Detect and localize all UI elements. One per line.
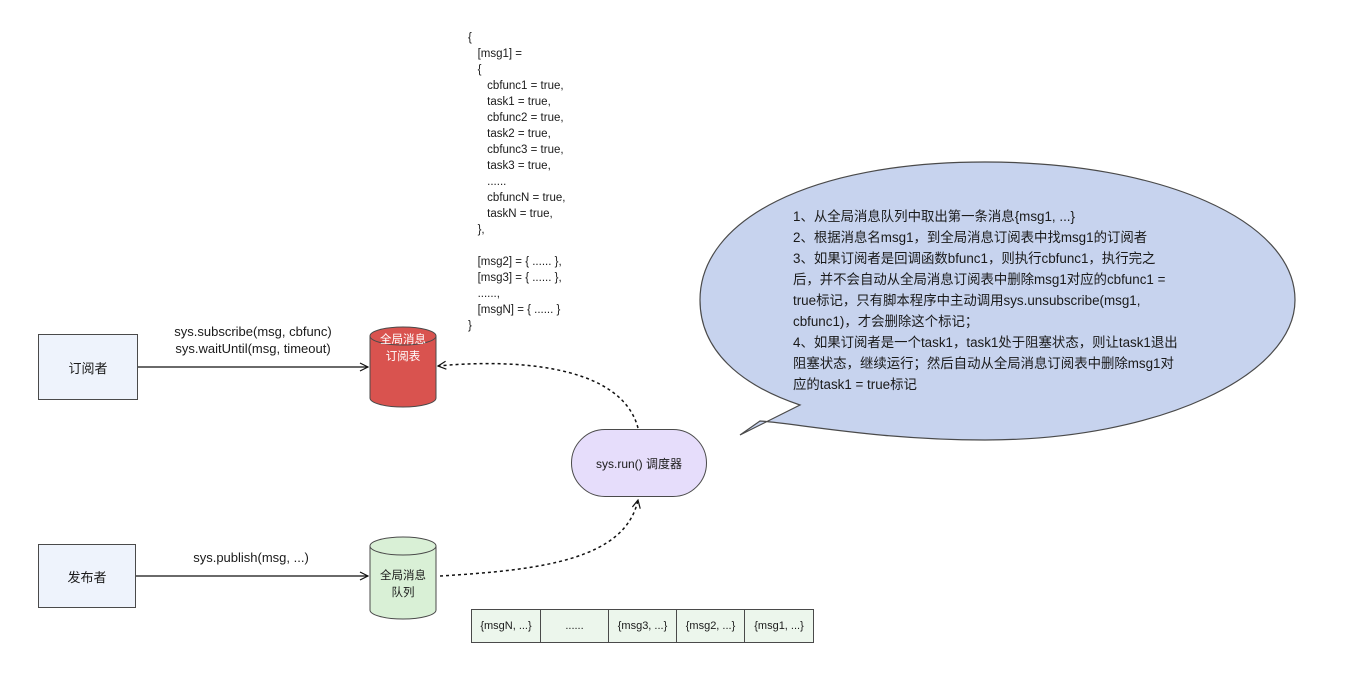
callout-line: 2、根据消息名msg1，到全局消息订阅表中找msg1的订阅者 xyxy=(793,230,1148,245)
subscription-table-label-line1: 全局消息 xyxy=(380,334,426,346)
publisher-box: 发布者 xyxy=(38,544,136,608)
queue-cell-ellipsis: ...... xyxy=(540,609,609,643)
scheduler-to-table-arrow xyxy=(438,364,639,429)
callout-line: 后，并不会自动从全局消息订阅表中删除msg1对应的cbfunc1 = xyxy=(793,272,1166,287)
queue-to-scheduler-arrow xyxy=(439,500,638,577)
callout-line: 3、如果订阅者是回调函数bfunc1，则执行cbfunc1，执行完之 xyxy=(793,251,1156,266)
callout-line: cbfunc1)，才会删除这个标记； xyxy=(793,314,979,329)
message-queue-label-line1: 全局消息 xyxy=(380,570,426,582)
queue-cell-msg2: {msg2, ...} xyxy=(676,609,745,643)
callout-line: true标记，只有脚本程序中主动调用sys.unsubscribe(msg1, xyxy=(793,293,1141,308)
queue-cell-msg1: {msg1, ...} xyxy=(744,609,814,643)
subscribe-call-label: sys.subscribe(msg, cbfunc) xyxy=(174,324,332,339)
queue-cell-msgN: {msgN, ...} xyxy=(471,609,541,643)
subscription-table-cylinder xyxy=(369,326,437,408)
publish-call-label: sys.publish(msg, ...) xyxy=(193,550,309,565)
callout-line: 阻塞状态，继续运行；然后自动从全局消息订阅表中删除msg1对 xyxy=(793,356,1174,371)
scheduler-node: sys.run() 调度器 xyxy=(571,429,707,497)
callout-bubble xyxy=(699,161,1296,441)
subscription-table-code: { [msg1] = { cbfunc1 = true, task1 = tru… xyxy=(468,32,566,332)
subscriber-box: 订阅者 xyxy=(38,334,138,400)
subscribe-edge-label: sys.subscribe(msg, cbfunc) sys.waitUntil… xyxy=(158,323,348,357)
callout-line: 应的task1 = true标记 xyxy=(793,377,917,392)
callout-text: 1、从全局消息队列中取出第一条消息{msg1, ...} 2、根据消息名msg1… xyxy=(793,206,1253,395)
message-queue-label: 全局消息 队列 xyxy=(370,568,436,602)
message-queue-label-line2: 队列 xyxy=(391,587,415,599)
subscription-table-label: 全局消息 订阅表 xyxy=(370,332,436,366)
queue-cell-msg3: {msg3, ...} xyxy=(608,609,677,643)
callout-line: 4、如果订阅者是一个task1，task1处于阻塞状态，则让task1退出 xyxy=(793,335,1178,350)
wait-until-call-label: sys.waitUntil(msg, timeout) xyxy=(175,341,331,356)
message-queue-cylinder xyxy=(369,536,437,620)
callout-line: 1、从全局消息队列中取出第一条消息{msg1, ...} xyxy=(793,209,1075,224)
subscription-table-label-line2: 订阅表 xyxy=(385,351,421,363)
